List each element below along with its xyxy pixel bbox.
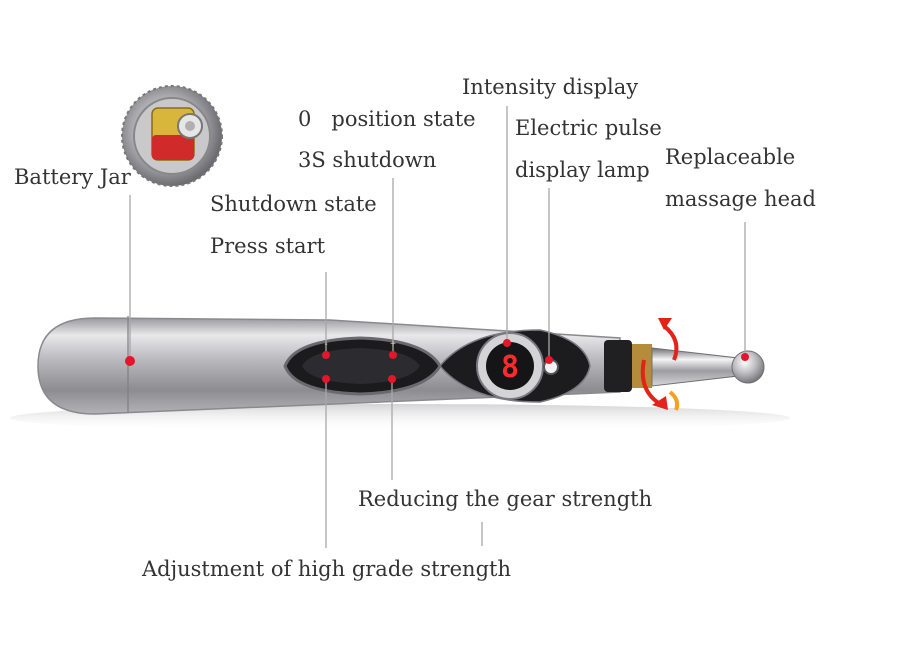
- marker-intensity: [503, 339, 511, 347]
- marker-battery-jar: [125, 356, 135, 366]
- label-electric-pulse-line2: display lamp: [515, 158, 650, 182]
- label-shutdown-state: Shutdown state: [210, 192, 377, 216]
- label-adjustment-high: Adjustment of high grade strength: [142, 557, 511, 581]
- marker-3s-shutdown: [389, 351, 397, 359]
- label-intensity-display: Intensity display: [462, 75, 639, 99]
- plus-symbol: +: [390, 339, 396, 350]
- marker-press-start: [322, 351, 330, 359]
- label-replaceable-line2: massage head: [665, 187, 816, 211]
- battery-jar-illustration: [121, 85, 223, 187]
- display-digit: 8: [501, 350, 519, 385]
- massage-head-assembly: [604, 340, 765, 392]
- label-position-state: 0 position state: [298, 107, 476, 131]
- floor-shadow: [10, 404, 790, 432]
- label-electric-pulse-line1: Electric pulse: [515, 116, 662, 140]
- marker-dots: [125, 339, 749, 383]
- label-battery-jar: Battery Jar: [14, 165, 131, 189]
- label-reducing-gear: Reducing the gear strength: [358, 487, 653, 511]
- label-press-start: Press start: [210, 234, 326, 258]
- pointer-lines: [129, 106, 746, 548]
- label-3s-shutdown: 3S shutdown: [298, 148, 437, 172]
- rotate-arrows-icon: [640, 318, 680, 411]
- control-panel: [283, 336, 442, 396]
- marker-adjustment-high: [322, 375, 330, 383]
- minus-symbol: -: [324, 339, 327, 350]
- display-housing: [439, 329, 591, 403]
- marker-reducing-gear: [388, 375, 396, 383]
- marker-massage-head: [741, 353, 749, 361]
- marker-pulse-lamp: [545, 356, 553, 364]
- label-replaceable-line1: Replaceable: [665, 145, 796, 169]
